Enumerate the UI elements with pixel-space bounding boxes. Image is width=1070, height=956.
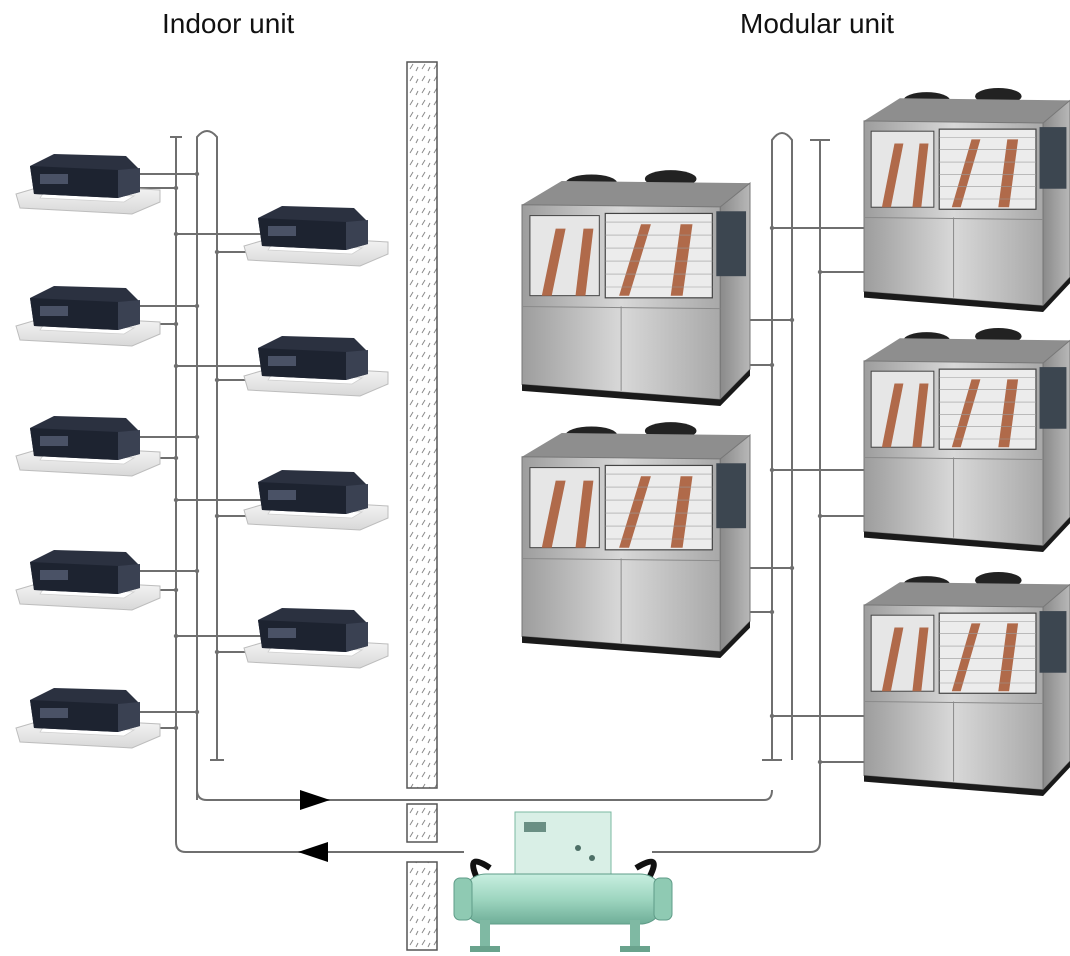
modular-unit [863, 572, 1070, 796]
indoor-branch-pipes [140, 171, 262, 731]
building-wall [406, 61, 438, 951]
modular-unit [521, 170, 751, 406]
indoor-cassette-unit [243, 470, 389, 531]
main-loop-pipes [175, 789, 821, 853]
modular-pipe-network [762, 132, 830, 842]
return-flow-arrow [298, 842, 328, 862]
indoor-units-group [15, 154, 389, 749]
indoor-cassette-unit [15, 550, 161, 611]
supply-flow-arrow [300, 790, 330, 810]
indoor-cassette-unit [15, 688, 161, 749]
modular-units-group [521, 88, 1070, 796]
indoor-cassette-unit [15, 416, 161, 477]
modular-unit [521, 422, 751, 658]
modular-unit [863, 328, 1070, 552]
indoor-cassette-unit [243, 608, 389, 669]
indoor-cassette-unit [243, 206, 389, 267]
indoor-cassette-unit [15, 154, 161, 215]
indoor-cassette-unit [243, 336, 389, 397]
modular-unit-label: Modular unit [740, 8, 895, 39]
pump-icon [453, 811, 673, 952]
indoor-pipe-network [170, 130, 224, 842]
modular-unit [863, 88, 1070, 312]
indoor-unit-label: Indoor unit [162, 8, 295, 39]
indoor-cassette-unit [15, 286, 161, 347]
